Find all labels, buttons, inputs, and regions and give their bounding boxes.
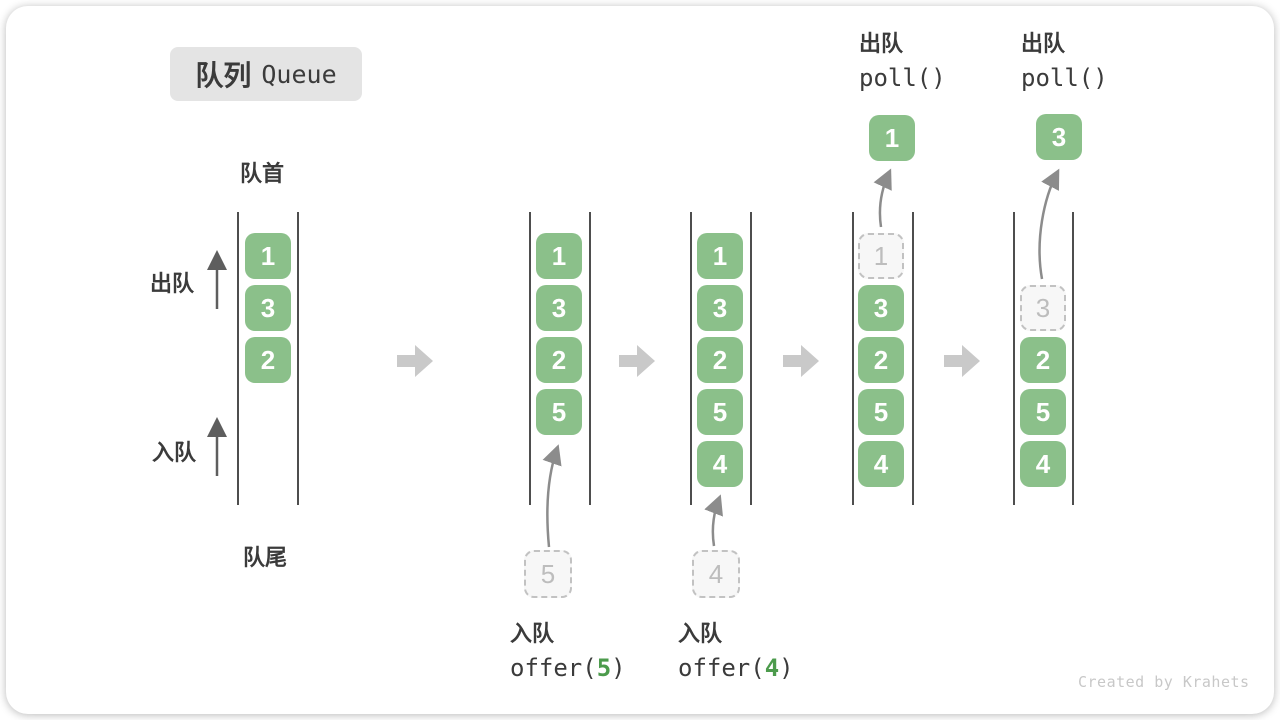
queue-cell: 2 (697, 337, 743, 383)
op-offer-5: 入队 offer(5) (510, 616, 626, 686)
queue-wall (237, 212, 239, 505)
queue-wall (1072, 212, 1074, 505)
queue-wall (1013, 212, 1015, 505)
queue-wall (750, 212, 752, 505)
pending-enqueue-cell: 5 (524, 550, 572, 598)
queue-cell: 2 (1020, 337, 1066, 383)
queue-cell: 2 (245, 337, 291, 383)
queue-cell: 5 (536, 389, 582, 435)
op-poll-1: 出队 poll() (859, 26, 946, 96)
queue-wall (297, 212, 299, 505)
queue-cell: 1 (536, 233, 582, 279)
op-poll-1-code: poll() (859, 64, 946, 92)
title-en: Queue (261, 59, 337, 89)
offer-arg-4: 4 (764, 654, 780, 682)
offer-arg-5: 5 (596, 654, 612, 682)
queue-cell: 3 (536, 285, 582, 331)
diagram-title: 队列 Queue (170, 47, 362, 101)
step-right-arrow-icon (783, 345, 819, 377)
queue-cell: 2 (536, 337, 582, 383)
queue-cell: 1 (697, 233, 743, 279)
step-right-arrow-icon (619, 345, 655, 377)
queue-wall (912, 212, 914, 505)
dequeued-out-cell: 1 (869, 115, 915, 161)
op-offer-4-code: offer(4) (678, 654, 794, 682)
label-queue-rear: 队尾 (243, 545, 288, 570)
queue-cell: 5 (1020, 389, 1066, 435)
queue-cell: 3 (858, 285, 904, 331)
ghost-dequeued-cell: 3 (1020, 285, 1066, 331)
op-poll-1-label: 出队 (859, 31, 904, 56)
op-offer-4: 入队 offer(4) (678, 616, 794, 686)
op-poll-2: 出队 poll() (1021, 26, 1108, 96)
queue-cell: 2 (858, 337, 904, 383)
queue-cell: 4 (1020, 441, 1066, 487)
queue-wall (529, 212, 531, 505)
label-enqueue: 入队 (152, 440, 197, 465)
label-queue-front: 队首 (240, 161, 285, 186)
op-poll-2-label: 出队 (1021, 31, 1066, 56)
pending-enqueue-cell: 4 (692, 550, 740, 598)
queue-cell: 4 (858, 441, 904, 487)
ghost-dequeued-cell: 1 (858, 233, 904, 279)
queue-wall (589, 212, 591, 505)
label-dequeue: 出队 (150, 271, 195, 296)
queue-wall (852, 212, 854, 505)
op-poll-2-code: poll() (1021, 64, 1108, 92)
op-offer-5-code: offer(5) (510, 654, 626, 682)
op-offer-4-label: 入队 (678, 621, 723, 646)
queue-cell: 3 (245, 285, 291, 331)
step-right-arrow-icon (944, 345, 980, 377)
dequeued-out-cell: 3 (1036, 114, 1082, 160)
queue-cell: 4 (697, 441, 743, 487)
queue-cell: 1 (245, 233, 291, 279)
step-right-arrow-icon (397, 345, 433, 377)
queue-cell: 3 (697, 285, 743, 331)
watermark-credit: Created by Krahets (1078, 673, 1250, 691)
op-offer-5-label: 入队 (510, 621, 555, 646)
queue-cell: 5 (697, 389, 743, 435)
title-zh: 队列 (195, 60, 252, 91)
queue-wall (690, 212, 692, 505)
queue-cell: 5 (858, 389, 904, 435)
